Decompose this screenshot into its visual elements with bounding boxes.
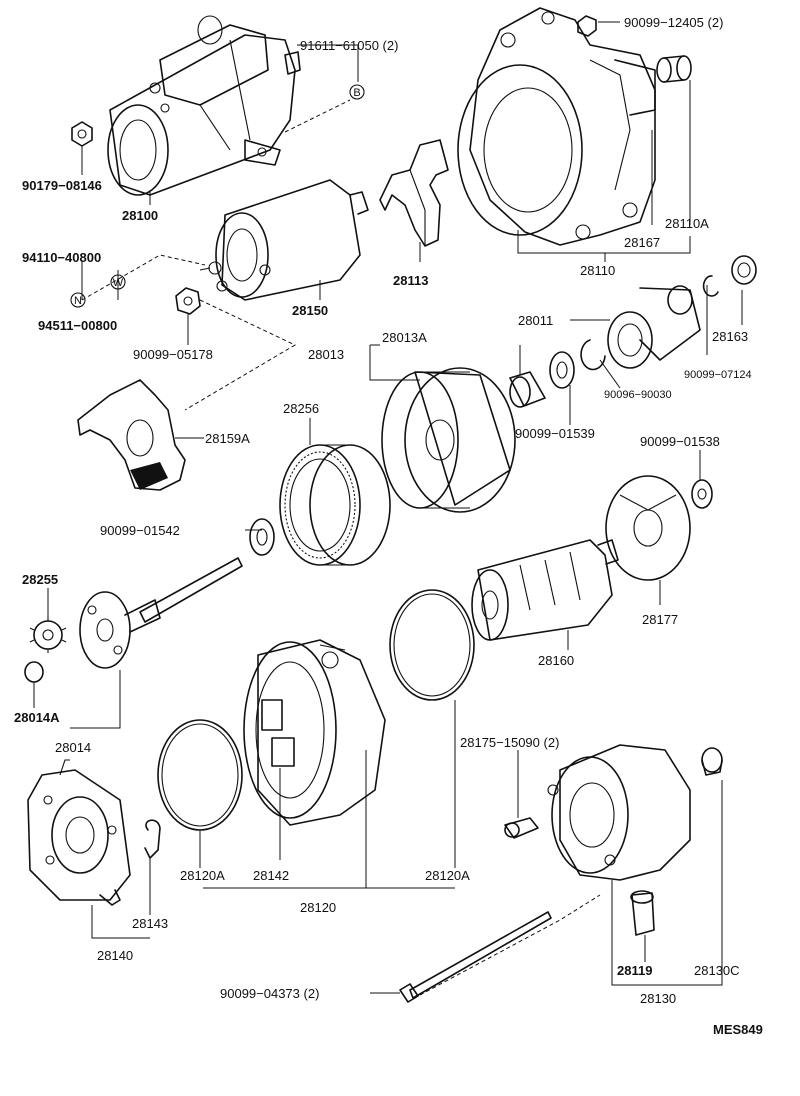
label-28130: 28130 (640, 991, 676, 1006)
clip-90096-90030 (580, 339, 606, 371)
housing-28110 (457, 7, 656, 246)
bush-28163 (731, 255, 757, 285)
label-28175-15090: 28175−15090 (2) (460, 735, 559, 750)
ring-gear-28256 (279, 444, 391, 566)
label-90099-01538: 90099−01538 (640, 434, 720, 449)
label-90179-08146: 90179−08146 (22, 178, 102, 193)
shaft-28014 (79, 557, 243, 669)
drum-28013 (381, 367, 516, 513)
brush-holder-28140 (27, 759, 131, 906)
marker-W: W (110, 274, 126, 290)
nut-90179-08146 (71, 121, 93, 147)
cap-28130C (701, 747, 723, 776)
label-28130C: 28130C (694, 963, 740, 978)
label-28013A: 28013A (382, 330, 427, 345)
marker-N: N (70, 292, 86, 308)
bolt-90099-12405 (577, 15, 597, 37)
bolt-28175-15090 (504, 817, 539, 839)
label-28163: 28163 (712, 329, 748, 344)
bushing-28119 (630, 890, 655, 936)
label-28177: 28177 (642, 612, 678, 627)
fork-28159A (77, 379, 186, 491)
part-labels: 91611−61050 (2) 90099−12405 (2) 90179−08… (14, 15, 763, 1037)
label-28100: 28100 (122, 208, 158, 223)
diagram-code: MES849 (713, 1022, 763, 1037)
label-28256: 28256 (283, 401, 319, 416)
label-28120A-right: 28120A (425, 868, 470, 883)
label-28255: 28255 (22, 572, 58, 587)
label-28011: 28011 (518, 313, 553, 328)
washer-90099-01538 (691, 479, 713, 509)
label-28120A-left: 28120A (180, 868, 225, 883)
label-28013: 28013 (308, 347, 344, 362)
label-28119: 28119 (617, 963, 652, 978)
label-91611-61050: 91611−61050 (2) (300, 38, 398, 53)
label-90099-05178: 90099−05178 (133, 347, 213, 362)
lever-28113 (379, 139, 449, 247)
yoke-28120 (243, 639, 386, 826)
label-28143: 28143 (132, 916, 168, 931)
bush-28014A (24, 661, 44, 683)
label-28120: 28120 (300, 900, 336, 915)
label-28159A: 28159A (205, 431, 250, 446)
label-28167: 28167 (624, 235, 660, 250)
bushing-28013A (509, 371, 546, 408)
starter-assembly-28100 (107, 15, 301, 196)
armature-28160 (471, 539, 619, 641)
label-94511-00800: 94511−00800 (38, 318, 117, 333)
spring-28143 (144, 819, 161, 859)
washer-90099-01542 (249, 518, 275, 556)
marker-B: B (349, 84, 365, 100)
label-94110-40800: 94110−40800 (22, 250, 101, 265)
svg-text:B: B (353, 87, 360, 99)
bushing-28110A (656, 55, 692, 83)
svg-text:W: W (113, 277, 124, 289)
label-90099-01539: 90099−01539 (515, 426, 595, 441)
end-frame-28130 (547, 744, 691, 881)
plate-28177 (605, 475, 691, 581)
leaders (33, 21, 743, 994)
o-ring-28120A-right (389, 589, 475, 701)
dashed-lines (81, 99, 601, 996)
label-28140: 28140 (97, 948, 133, 963)
label-28113: 28113 (393, 273, 428, 288)
pinion-28011 (607, 285, 701, 369)
solenoid-28150 (199, 179, 369, 301)
through-bolt-90099-04373 (399, 911, 552, 1003)
clip-90099-07124 (702, 275, 719, 297)
nut-90099-05178 (175, 287, 201, 315)
o-ring-28120A-left (157, 719, 243, 831)
label-28110A: 28110A (665, 216, 709, 231)
label-28014: 28014 (55, 740, 91, 755)
label-90096-90030: 90096−90030 (604, 389, 672, 401)
label-28150: 28150 (292, 303, 328, 318)
label-90099-07124: 90099−07124 (684, 369, 752, 381)
label-28160: 28160 (538, 653, 574, 668)
label-28142: 28142 (253, 868, 289, 883)
washer-90099-01539 (549, 351, 575, 389)
svg-text:N: N (74, 295, 82, 307)
label-90099-04373: 90099−04373 (2) (220, 986, 319, 1001)
label-90099-01542: 90099−01542 (100, 523, 180, 538)
label-28110: 28110 (580, 263, 615, 278)
label-28014A: 28014A (14, 710, 60, 725)
gear-28255 (29, 617, 67, 653)
label-90099-12405: 90099−12405 (2) (624, 15, 723, 30)
